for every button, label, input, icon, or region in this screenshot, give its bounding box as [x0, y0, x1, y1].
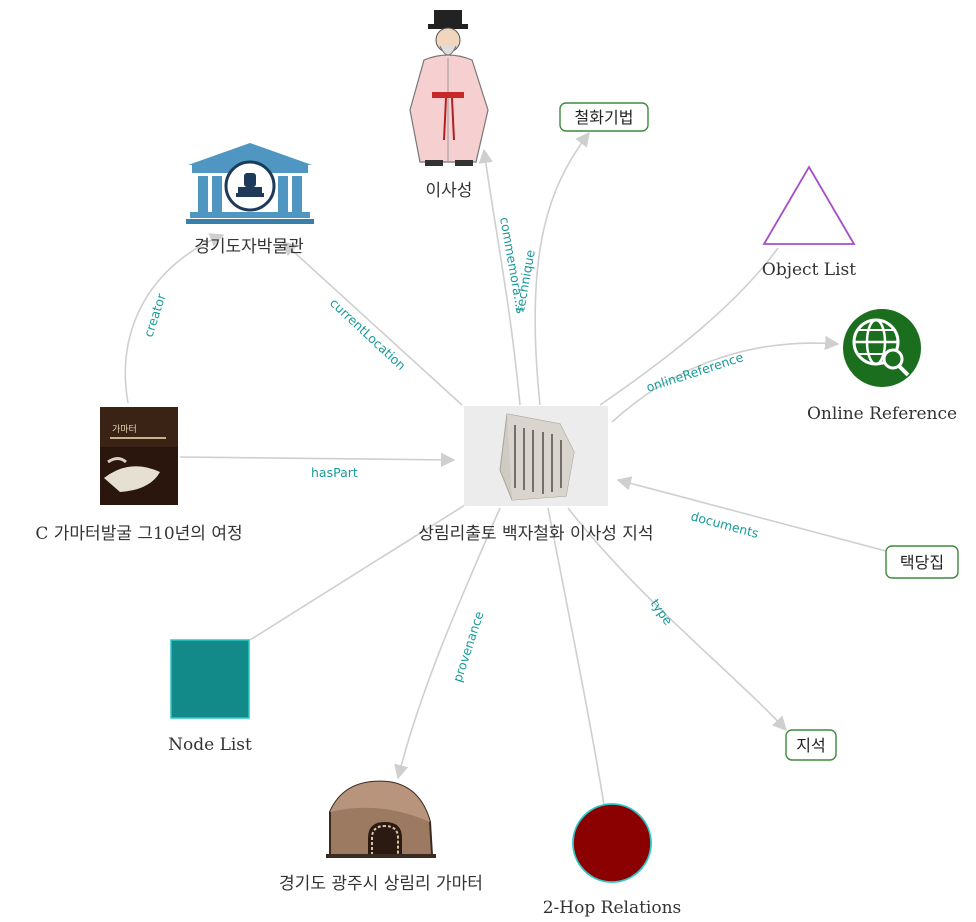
two-hop-label: 2-Hop Relations: [543, 898, 682, 918]
center-node-label: 상림리출토 백자철화 이사성 지석: [418, 524, 653, 544]
center-node[interactable]: 상림리출토 백자철화 이사성 지석: [418, 406, 654, 544]
edge-label-provenance: provenance: [450, 609, 487, 684]
edge-two-hop: [547, 507, 605, 806]
edge-technique: technique: [512, 131, 590, 406]
triangle-outline-icon: [762, 165, 856, 245]
edge-label-documents: documents: [689, 508, 760, 541]
edge-documents: documents: [616, 476, 887, 552]
documents-tag-label: 택당집: [900, 553, 944, 572]
technique-tag-node[interactable]: 철화기법: [559, 102, 649, 132]
edge-node-list: [249, 504, 466, 641]
online-reference-label: Online Reference: [807, 404, 957, 424]
node-list-label: Node List: [168, 735, 252, 755]
person-node-label: 이사성: [426, 181, 473, 201]
edge-label-online-reference: onlineReference: [644, 349, 745, 395]
edge-label-has-part: hasPart: [311, 465, 358, 480]
museum-node[interactable]: 경기도자박물관: [186, 143, 314, 257]
object-list-label: Object List: [762, 260, 856, 280]
documents-tag-node[interactable]: 택당집: [885, 545, 959, 579]
type-tag-label: 지석: [796, 736, 825, 755]
node-list-node[interactable]: Node List: [168, 639, 252, 755]
technique-tag-label: 철화기법: [575, 108, 634, 127]
teal-square-icon: [170, 639, 250, 719]
kiln-node[interactable]: 경기도 광주시 상림리 가마터: [279, 780, 483, 894]
edge-label-current-location: currentLocation: [327, 295, 409, 373]
edge-online-reference: onlineReference: [611, 335, 840, 423]
edge-creator: creator: [124, 233, 225, 404]
edge-current-location: currentLocation: [281, 241, 463, 406]
kiln-arch-icon: [326, 780, 436, 858]
svg-text:가마터: 가마터: [112, 424, 137, 435]
book-cover-icon: 가마터: [100, 407, 178, 505]
edge-has-part: hasPart: [179, 452, 456, 480]
kiln-node-label: 경기도 광주시 상림리 가마터: [279, 874, 483, 894]
edge-label-type: type: [648, 596, 676, 628]
joseon-scholar-figure-icon: [409, 10, 489, 166]
person-node[interactable]: 이사성: [409, 10, 489, 201]
edge-object-list: [599, 247, 779, 406]
book-node[interactable]: 가마터 C 가마터발굴 그10년의 여정: [35, 407, 243, 544]
object-list-node[interactable]: Object List: [762, 165, 856, 280]
type-tag-node[interactable]: 지석: [785, 729, 837, 761]
red-circle-icon: [572, 803, 652, 883]
two-hop-node[interactable]: 2-Hop Relations: [543, 803, 682, 918]
edge-label-creator: creator: [141, 291, 169, 339]
edge-provenance: provenance: [394, 507, 501, 780]
globe-search-icon: [843, 309, 921, 387]
book-node-label: C 가마터발굴 그10년의 여정: [35, 524, 242, 544]
online-reference-node[interactable]: Online Reference: [807, 309, 957, 424]
museum-node-label: 경기도자박물관: [194, 237, 303, 257]
museum-building-icon: [186, 143, 314, 224]
